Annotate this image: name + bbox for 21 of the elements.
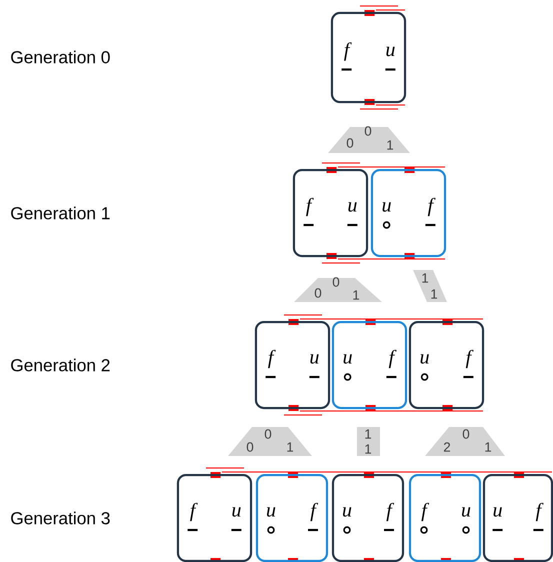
- number-trapezoid: 1 1: [357, 427, 380, 456]
- cell-box: f u: [254, 320, 330, 410]
- number-trapezoid: 0 0 1: [328, 126, 410, 153]
- number-trapezoid: 1 1: [413, 270, 447, 302]
- number-trapezoid: 0 0 1: [228, 427, 312, 456]
- generation-label: Generation 1: [11, 206, 110, 220]
- cell-box: f u: [292, 168, 368, 258]
- cell-box: f u: [176, 474, 252, 562]
- number-trapezoid: 0 0 1: [294, 277, 382, 302]
- generation-label: Generation 3: [11, 512, 110, 524]
- cell-box: f u: [330, 12, 406, 104]
- cell-box: u f: [370, 168, 446, 258]
- cell-box: u f: [332, 474, 404, 562]
- cell-box: u f: [256, 474, 328, 562]
- cell-box: f u: [408, 474, 482, 562]
- generation-label: Generation 0: [11, 50, 110, 64]
- cell-box: u f: [408, 320, 484, 410]
- cell-box: u f: [482, 474, 553, 562]
- number-trapezoid: 2 0 1: [425, 427, 505, 456]
- cell-box: u f: [332, 320, 408, 410]
- generation-label: Generation 2: [11, 358, 110, 372]
